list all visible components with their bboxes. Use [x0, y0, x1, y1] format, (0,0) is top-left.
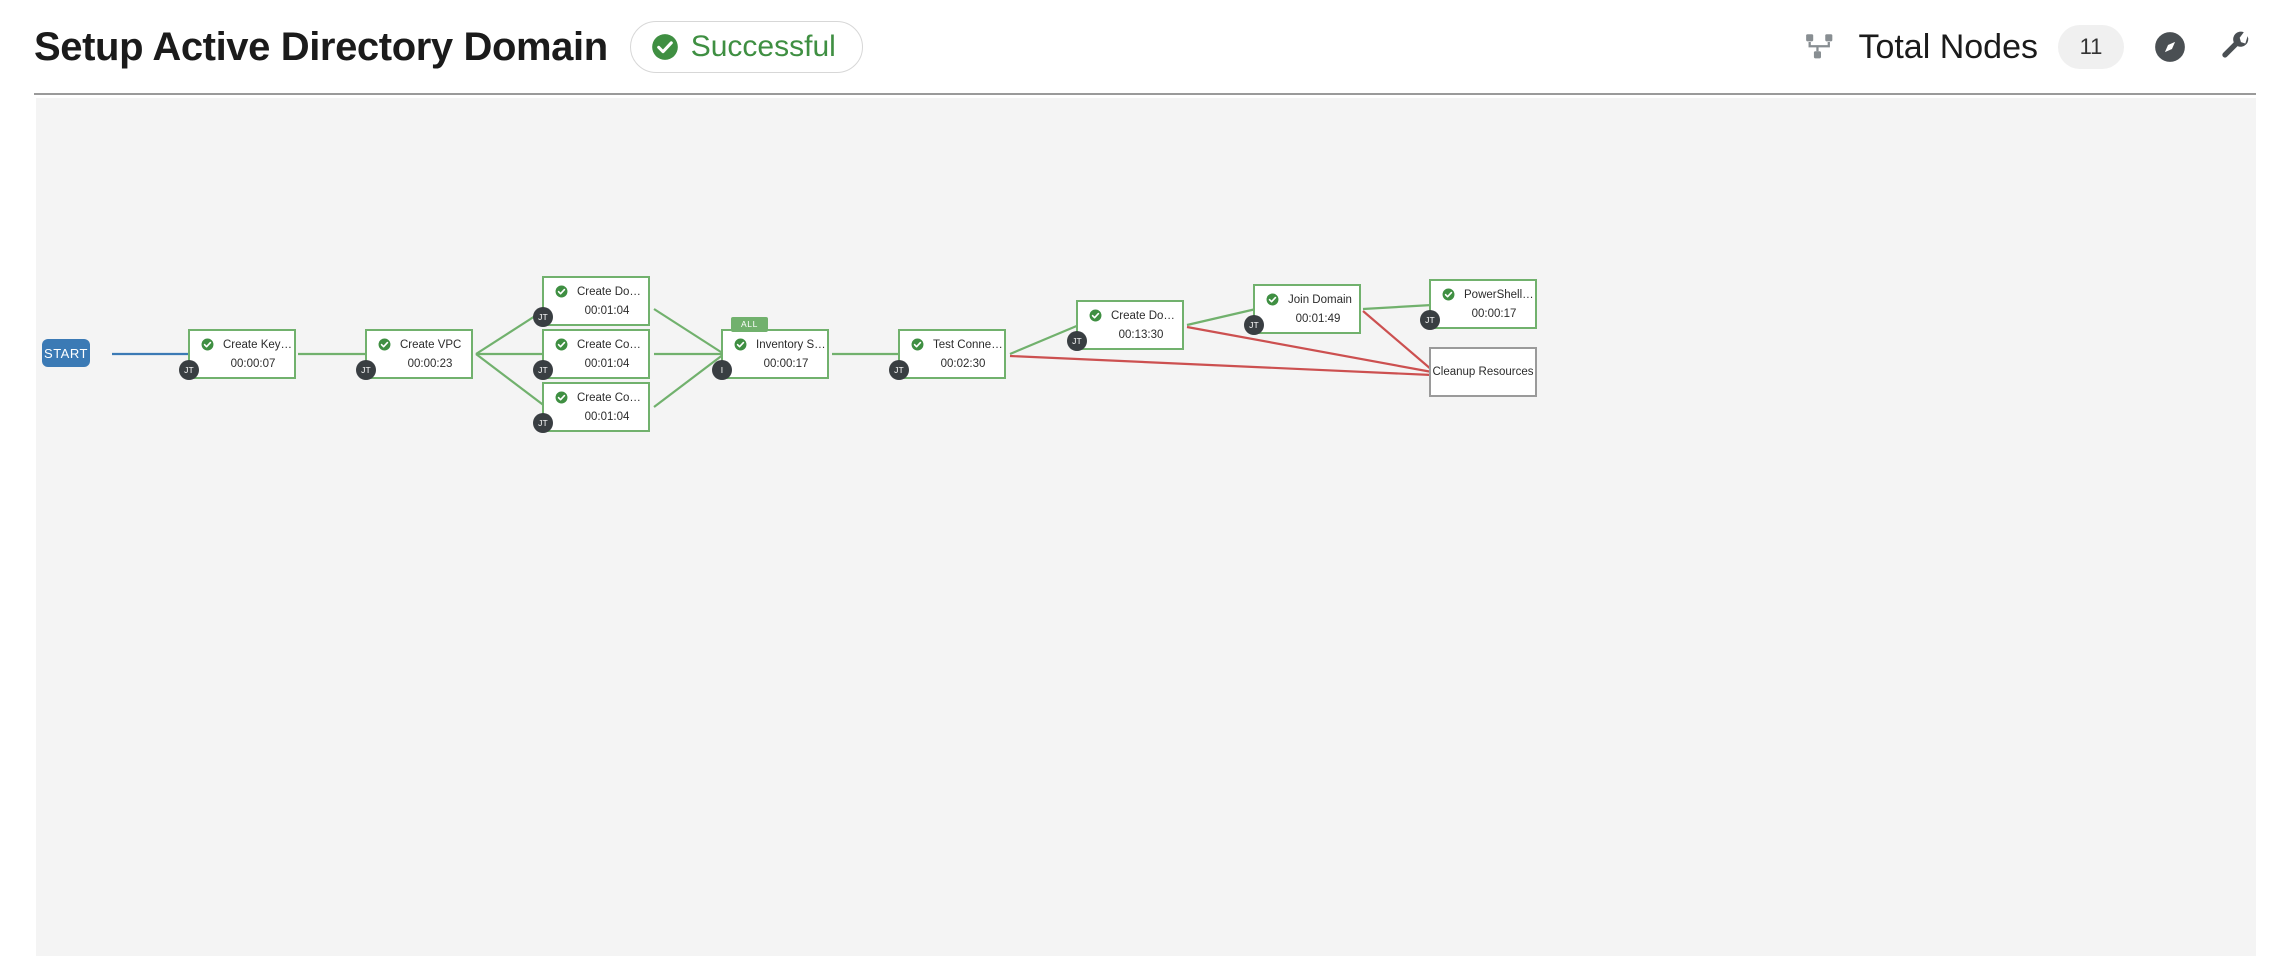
- avatar[interactable]: JT: [1420, 310, 1440, 330]
- workflow-canvas[interactable]: START Create Keypair 00:00:07 JT Create …: [36, 98, 2256, 956]
- check-circle-icon: [555, 285, 568, 298]
- total-nodes-label: Total Nodes: [1858, 27, 2038, 66]
- check-circle-icon: [378, 338, 391, 351]
- edge-create-computer-2-to-inventory-sync: [653, 353, 725, 408]
- check-circle-icon: [201, 338, 214, 351]
- avatar[interactable]: JT: [889, 360, 909, 380]
- node-title: Create Domain: [1111, 309, 1182, 322]
- avatar[interactable]: JT: [533, 360, 553, 380]
- node-title: Create Computer (2): [577, 391, 648, 404]
- node-create-vpc[interactable]: Create VPC 00:00:23: [365, 329, 473, 379]
- node-duration: 00:01:49: [1295, 313, 1341, 325]
- node-duration: 00:13:30: [1118, 329, 1164, 341]
- node-duration: 00:01:04: [584, 358, 630, 370]
- node-create-computer-2[interactable]: Create Computer (2) 00:01:04: [542, 382, 650, 432]
- page-title: Setup Active Directory Domain: [34, 24, 608, 69]
- avatar[interactable]: JT: [1067, 331, 1087, 351]
- node-title: Test Connectivity: [933, 338, 1004, 351]
- node-duration: 00:01:04: [584, 305, 630, 317]
- page-header: Setup Active Directory Domain Successful…: [0, 0, 2290, 94]
- check-circle-icon: [651, 34, 678, 60]
- avatar[interactable]: JT: [356, 360, 376, 380]
- node-title-row: Create Keypair: [190, 338, 294, 351]
- convergence-badge-all: ALL: [731, 317, 768, 332]
- node-title: Create Computer (1): [577, 338, 648, 351]
- check-circle-icon: [1266, 293, 1279, 306]
- node-duration: 00:00:17: [763, 358, 809, 370]
- total-nodes-count-badge: 11: [2058, 25, 2124, 69]
- check-circle-icon: [911, 338, 924, 351]
- node-inventory-sync[interactable]: Inventory Sync 00:00:17: [721, 329, 829, 379]
- node-title-row: Create Domain: [1078, 309, 1182, 322]
- avatar[interactable]: JT: [533, 307, 553, 327]
- node-duration: 00:01:04: [584, 411, 630, 423]
- node-duration: 00:00:17: [1471, 308, 1517, 320]
- node-title-row: Create Computer (2): [544, 391, 648, 404]
- node-create-domain[interactable]: Create Domain 00:13:30: [1076, 300, 1184, 350]
- node-title: Create VPC: [400, 338, 462, 351]
- node-duration: 00:00:07: [230, 358, 276, 370]
- node-title-row: Test Connectivity: [900, 338, 1004, 351]
- node-join-domain[interactable]: Join Domain 00:01:49: [1253, 284, 1361, 334]
- edge-test-connectivity-to-cleanup-resources: [1009, 354, 1433, 377]
- node-create-keypair[interactable]: Create Keypair 00:00:07: [188, 329, 296, 379]
- avatar[interactable]: I: [712, 360, 732, 380]
- sitemap-icon: [1806, 34, 1833, 59]
- node-title-row: Create Domain Contr...: [544, 285, 648, 298]
- avatar[interactable]: JT: [179, 360, 199, 380]
- node-title: Join Domain: [1288, 293, 1352, 306]
- node-title: Cleanup Resources: [1432, 366, 1534, 378]
- node-title: Create Domain Contr...: [577, 285, 648, 298]
- node-duration: 00:00:23: [407, 358, 453, 370]
- check-circle-icon: [1442, 288, 1455, 301]
- header-left-group: Setup Active Directory Domain Successful: [34, 21, 863, 73]
- check-circle-icon: [555, 338, 568, 351]
- check-circle-icon: [734, 338, 747, 351]
- wrench-icon: [2222, 31, 2249, 58]
- status-badge: Successful: [629, 21, 863, 73]
- status-label: Successful: [690, 30, 836, 63]
- node-duration: 00:02:30: [940, 358, 986, 370]
- start-node[interactable]: START: [42, 339, 90, 367]
- edge-join-domain-to-powershell-validation: [1362, 303, 1433, 311]
- edge-create-domain-controller-to-inventory-sync: [653, 308, 725, 355]
- node-title-row: Join Domain: [1255, 293, 1359, 306]
- check-circle-icon: [555, 391, 568, 404]
- header-divider: [34, 93, 2256, 95]
- avatar[interactable]: JT: [1244, 315, 1264, 335]
- check-circle-icon: [1089, 309, 1102, 322]
- compass-icon: [2155, 32, 2185, 62]
- node-title: Inventory Sync: [756, 338, 827, 351]
- settings-button[interactable]: [2216, 27, 2256, 67]
- node-create-computer-1[interactable]: Create Computer (1) 00:01:04: [542, 329, 650, 379]
- header-right-group: Total Nodes 11: [1804, 25, 2256, 69]
- node-test-connectivity[interactable]: Test Connectivity 00:02:30: [898, 329, 1006, 379]
- node-title: PowerShell Validation: [1464, 288, 1535, 301]
- avatar[interactable]: JT: [533, 413, 553, 433]
- node-title: Create Keypair: [223, 338, 294, 351]
- node-title-row: PowerShell Validation: [1431, 288, 1535, 301]
- edge-layer: [112, 303, 1433, 408]
- node-powershell-validation[interactable]: PowerShell Validation 00:00:17: [1429, 279, 1537, 329]
- node-title-row: Inventory Sync: [723, 338, 827, 351]
- compass-button[interactable]: [2150, 27, 2190, 67]
- node-create-domain-controller[interactable]: Create Domain Contr... 00:01:04: [542, 276, 650, 326]
- node-cleanup-resources[interactable]: Cleanup Resources: [1429, 347, 1537, 397]
- node-title-row: Create Computer (1): [544, 338, 648, 351]
- node-title-row: Create VPC: [367, 338, 471, 351]
